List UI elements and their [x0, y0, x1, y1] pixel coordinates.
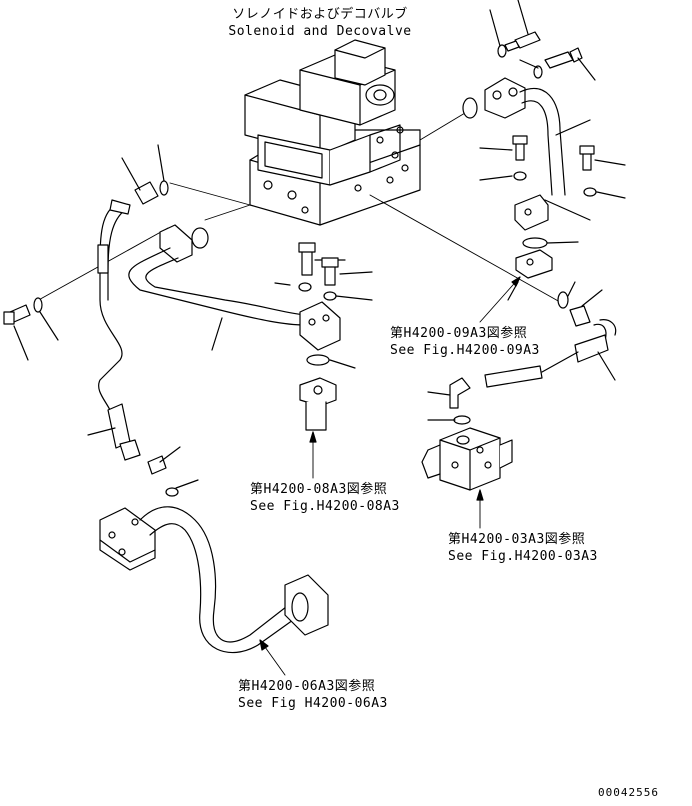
solenoid-valve-assembly	[245, 40, 420, 225]
ref-h4200-08a3-en: See Fig.H4200-08A3	[250, 499, 400, 514]
left-hose-assembly	[4, 145, 198, 496]
ref-h4200-03a3-en: See Fig.H4200-03A3	[448, 549, 598, 564]
ref-h4200-09a3-en: See Fig.H4200-09A3	[390, 343, 540, 358]
bottom-long-tube-assembly	[100, 507, 328, 675]
top-right-flange-assembly	[463, 0, 625, 322]
title-english: Solenoid and Decovalve	[228, 24, 412, 39]
ref-h4200-06a3-jp: 第H4200-06A3図参照	[238, 679, 376, 694]
title-japanese: ソレノイドおよびデコバルブ	[232, 7, 408, 22]
middle-tube-assembly	[129, 225, 372, 478]
drawing-part-number: 00042556	[598, 786, 659, 799]
ref-h4200-09a3-jp: 第H4200-09A3図参照	[390, 326, 528, 341]
ref-h4200-06a3-en: See Fig H4200-06A3	[238, 696, 388, 711]
ref-h4200-08a3-jp: 第H4200-08A3図参照	[250, 482, 388, 497]
ref-h4200-03a3-jp: 第H4200-03A3図参照	[448, 532, 586, 547]
right-fitting-assembly	[422, 290, 616, 528]
